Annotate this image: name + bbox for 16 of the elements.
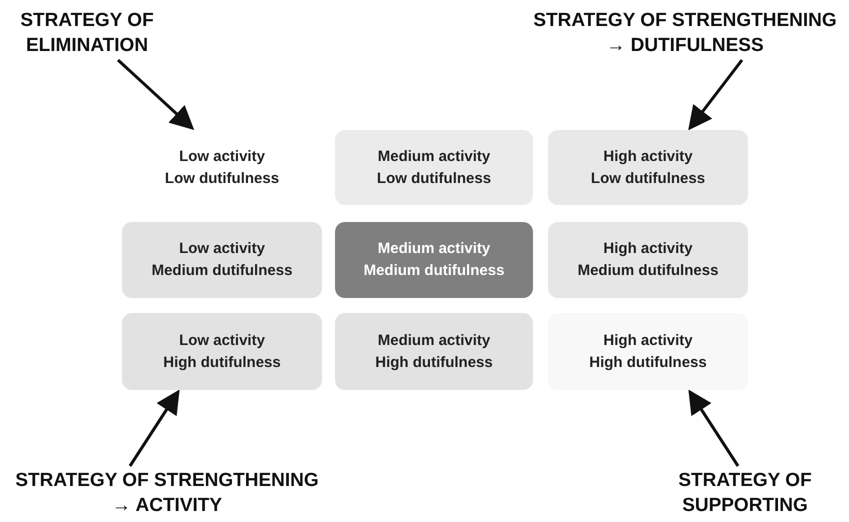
matrix-cell: High activity Low dutifulness	[548, 130, 748, 205]
matrix-cell: Medium activity Low dutifulness	[335, 130, 533, 205]
strategy-label: STRATEGY OF STRENGTHENING → DUTIFULNESS	[525, 6, 845, 60]
matrix-cell: Low activity High dutifulness	[122, 313, 322, 390]
arrow	[688, 59, 744, 130]
strategy-label: STRATEGY OF SUPPORTING	[670, 466, 820, 520]
arrow	[128, 389, 180, 467]
arrow	[116, 58, 194, 130]
matrix-cell: Medium activity Medium dutifulness	[335, 222, 533, 298]
matrix-cell: Medium activity High dutifulness	[335, 313, 533, 390]
matrix-cell: High activity High dutifulness	[548, 313, 748, 390]
strategy-label: STRATEGY OF STRENGTHENING → ACTIVITY	[4, 466, 330, 520]
strategy-label: STRATEGY OF ELIMINATION	[12, 6, 162, 60]
matrix-cell: Low activity Medium dutifulness	[122, 222, 322, 298]
matrix-cell: High activity Medium dutifulness	[548, 222, 748, 298]
arrow	[688, 389, 740, 467]
